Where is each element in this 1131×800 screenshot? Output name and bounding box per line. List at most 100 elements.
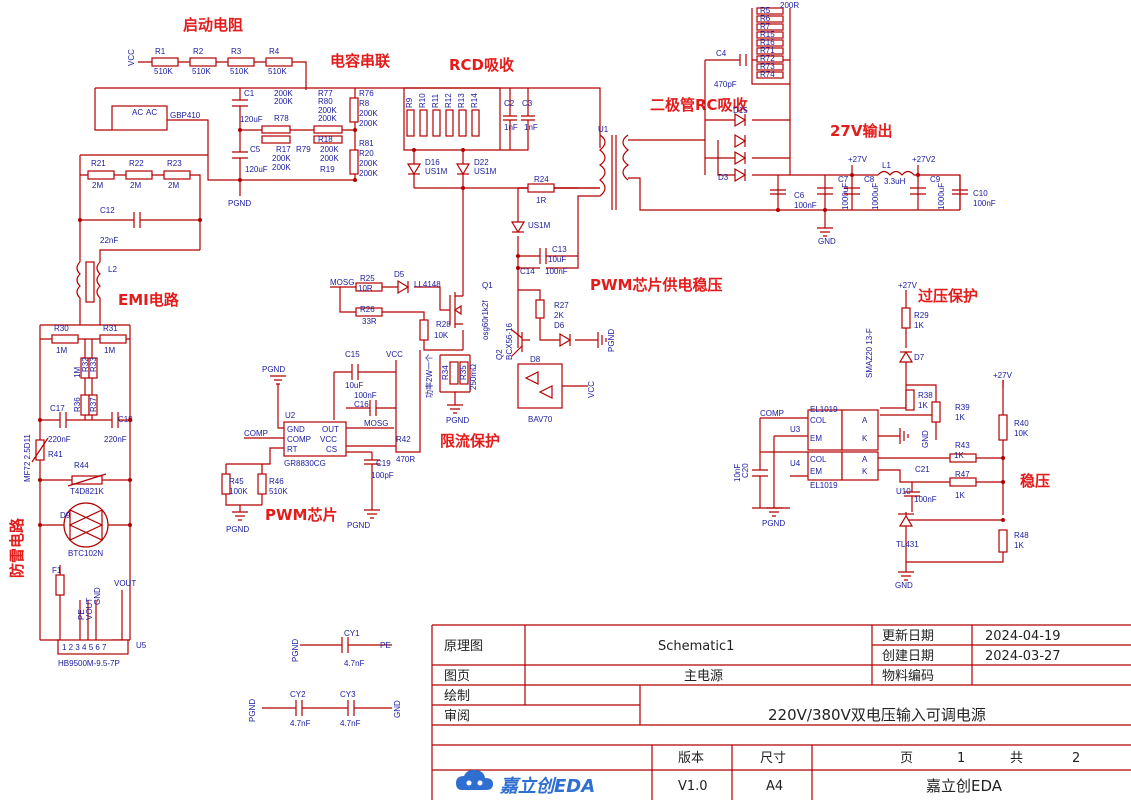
r4-value: 510K	[268, 67, 287, 76]
r-200k-label: 200K	[274, 97, 293, 106]
d8-label: D8	[530, 355, 541, 364]
r48-value: 1K	[1014, 541, 1024, 550]
c16-label: C16	[354, 400, 369, 409]
r29-value: 1K	[914, 321, 924, 330]
r29-label: R29	[914, 311, 929, 320]
r25-label: R25	[360, 274, 375, 283]
l1-label: L1	[882, 161, 891, 170]
r2-label: R2	[193, 47, 204, 56]
r42-label: R42	[396, 435, 411, 444]
output-filter: C6 100nF C7 1000uF C8 1000uF L1 3.3uH +2…	[770, 155, 996, 246]
u4-em: EM	[810, 467, 822, 476]
section-pwm-supply: PWM芯片供电稳压	[590, 276, 722, 294]
d7-label: D7	[914, 353, 925, 362]
transformer-u1: U1	[518, 125, 960, 234]
tb-review-label: 审阅	[444, 709, 470, 724]
bridge-rectifier-d1: AC AC GBP410	[94, 87, 601, 181]
tb-total: 2	[1072, 751, 1080, 766]
r16-label: R16	[760, 38, 775, 47]
gnd-output-label: GND	[818, 237, 836, 246]
r17-label: R17	[276, 145, 291, 154]
tl431-label: TL431	[896, 540, 919, 549]
c13-value: 10uF	[548, 255, 566, 264]
cy-value: 4.7nF	[290, 719, 311, 728]
gnd-label: GND	[393, 700, 402, 718]
r-200k-label: 200K	[320, 145, 339, 154]
tb-update-label: 更新日期	[882, 628, 934, 644]
r22-label: R22	[129, 159, 144, 168]
r19-label: R19	[320, 165, 335, 174]
r18-label: R18	[318, 135, 333, 144]
pgnd-label: PGND	[248, 699, 257, 722]
r21-label: R21	[91, 159, 106, 168]
tb-version: V1.0	[678, 779, 708, 794]
u2-label: U2	[285, 411, 296, 420]
tb-page-label: 图页	[444, 669, 470, 684]
r32-label: R32	[81, 357, 90, 372]
d6-label: D6	[554, 321, 565, 330]
section-emi: EMI电路	[118, 291, 180, 309]
p27-label: +27V	[848, 155, 868, 164]
r2m-label: 2M	[130, 181, 141, 190]
rcd-snubber: R9 R10 R11 R12 R13 R14 C2 C3 1nF 1nF D16…	[403, 87, 600, 189]
r200-array: R5 R6 R7 R15 R16 R71 R72 R73 R74 200R	[756, 1, 799, 79]
p27-ov-label: +27V	[898, 281, 918, 290]
u3-a: A	[862, 416, 868, 425]
r-200k-label: 200K	[359, 159, 378, 168]
r2-value: 510K	[192, 67, 211, 76]
q1-label: Q1	[482, 281, 493, 290]
section-pwm-chip: PWM芯片	[265, 506, 337, 524]
r44-value: T4D821K	[70, 487, 104, 496]
d16-value: US1M	[425, 167, 448, 176]
d3-label: D3	[718, 173, 729, 182]
r39-label: R39	[955, 403, 970, 412]
c3-label: C3	[522, 99, 533, 108]
c5-label: C5	[250, 145, 261, 154]
r41-label: R41	[48, 450, 63, 459]
r-200k-label: 200K	[318, 106, 337, 115]
section-rcd-snubber: RCD吸收	[449, 56, 514, 74]
tb-material-label: 物料编码	[882, 669, 934, 684]
q2-value: BCX56-16	[505, 323, 514, 360]
r-200k-label: 200K	[272, 163, 291, 172]
pwm-supply-section: R24 1R US1M C13 10uF C14 100nF R27 2K D6…	[495, 175, 616, 424]
r3-label: R3	[231, 47, 242, 56]
svg-text:AC: AC	[146, 108, 157, 117]
tb-page-name: 主电源	[684, 669, 723, 684]
tb-draw-label: 绘制	[444, 689, 470, 704]
tb-schematic-name: Schematic1	[658, 639, 734, 654]
c16-value: 100nF	[354, 391, 377, 400]
c1-label: C1	[244, 89, 255, 98]
q2-label: Q2	[495, 349, 504, 360]
tb-project-title: 220V/380V双电压输入可调电源	[768, 706, 986, 724]
c1-value: 120uF	[240, 115, 263, 124]
r47-label: R47	[955, 470, 970, 479]
pe-pin-label: PE	[77, 609, 86, 620]
tb-size: A4	[766, 779, 783, 794]
d9-label: D9	[60, 511, 71, 520]
title-block: 原理图 Schematic1 更新日期 2024-04-19 创建日期 2024…	[431, 624, 1131, 800]
r46-label: R46	[269, 477, 284, 486]
c15-label: C15	[345, 350, 360, 359]
pgnd-label: PGND	[228, 199, 251, 208]
c6-label: C6	[794, 191, 805, 200]
r3-value: 510K	[230, 67, 249, 76]
c2-value: 1nF	[504, 123, 518, 132]
d1-value: GBP410	[170, 111, 201, 120]
mosg-label-1: MOSG	[330, 278, 354, 287]
p27v2-label: +27V2	[912, 155, 936, 164]
r30-label: R30	[54, 324, 69, 333]
tb-page-no-label: 页	[900, 751, 913, 766]
d16-label: D16	[425, 158, 440, 167]
r74-label: R74	[760, 70, 775, 79]
vcc-u2-label: VCC	[386, 350, 403, 359]
r2m-label: 2M	[92, 181, 103, 190]
q1-value: osg60r1k2f	[481, 300, 490, 340]
r27-value: 2K	[554, 311, 564, 320]
r2m-label: 2M	[168, 181, 179, 190]
r40-value: 10K	[1014, 429, 1029, 438]
r39-value: 1K	[955, 413, 965, 422]
u2-value: GR8830CG	[284, 459, 326, 468]
r200-label: 200R	[780, 1, 799, 10]
d8-value: BAV70	[528, 415, 553, 424]
